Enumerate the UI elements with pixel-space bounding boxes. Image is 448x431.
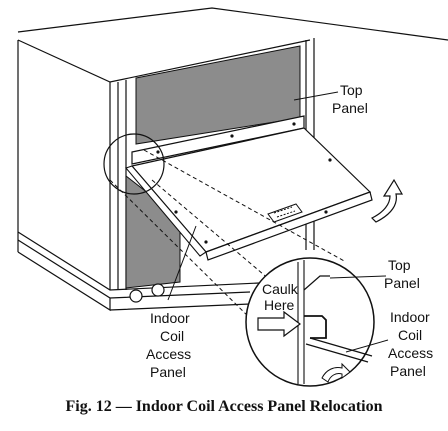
top-panel-screw-1: [156, 150, 160, 154]
detail-access-panel: [305, 337, 373, 363]
label-detail-coil-panel-line-3: Access: [388, 345, 433, 361]
cabinet-base-front: [17, 231, 281, 291]
cabinet-top-edge: [17, 7, 448, 41]
panel-screw-2: [204, 240, 208, 244]
panel-nameplate: [267, 203, 303, 223]
cabinet-corner-post: [117, 80, 127, 290]
panel-screw-4: [324, 210, 328, 214]
label-coil-panel-line-3: Access: [146, 346, 191, 362]
panel-screw-1: [174, 210, 178, 214]
label-top-panel-line-1: Top: [340, 82, 363, 98]
cabinet-base-lower: [17, 239, 111, 312]
label-detail-top-panel-line-2: Panel: [384, 275, 420, 291]
label-coil-panel-line-1: Indoor: [150, 310, 190, 326]
label-coil-panel-line-2: Coil: [160, 328, 184, 344]
leader-detail-top-panel: [329, 275, 387, 279]
figure-caption: Fig. 12 — Indoor Coil Access Panel Reloc…: [65, 398, 383, 415]
top-panel-screw-3: [292, 122, 296, 126]
access-panel-left-flange: [125, 165, 207, 257]
base-knockout-2: [151, 283, 165, 297]
label-detail-coil-panel-line-4: Panel: [390, 363, 426, 379]
detail-rotation-arrow: [321, 362, 351, 383]
label-detail-coil-panel-line-2: Coil: [398, 327, 422, 343]
leader-top-panel: [293, 91, 339, 101]
label-top-panel-line-2: Panel: [332, 100, 368, 116]
rotation-arrow: [370, 178, 404, 223]
label-detail-top-panel-line-1: Top: [388, 257, 411, 273]
detail-callout-circle: [103, 133, 165, 195]
detail-top-panel-flange: [303, 275, 330, 291]
top-panel-screw-2: [230, 134, 234, 138]
label-detail-coil-panel-line-1: Indoor: [390, 309, 430, 325]
detail-caulk-joint: [304, 315, 327, 339]
label-coil-panel-line-4: Panel: [150, 364, 186, 380]
access-panel-front-lip: [205, 191, 373, 261]
leader-lines: [167, 91, 339, 301]
leader-detail-coil-panel: [345, 339, 389, 353]
leader-coil-panel: [167, 225, 197, 301]
label-caulk-line-1: Caulk: [262, 281, 299, 297]
panel-screw-3: [328, 158, 332, 162]
detail-view: [245, 257, 389, 387]
base-knockout-1: [129, 289, 143, 303]
detail-caulk-arrow: [257, 310, 301, 338]
label-caulk-line-2: Here: [264, 297, 295, 313]
